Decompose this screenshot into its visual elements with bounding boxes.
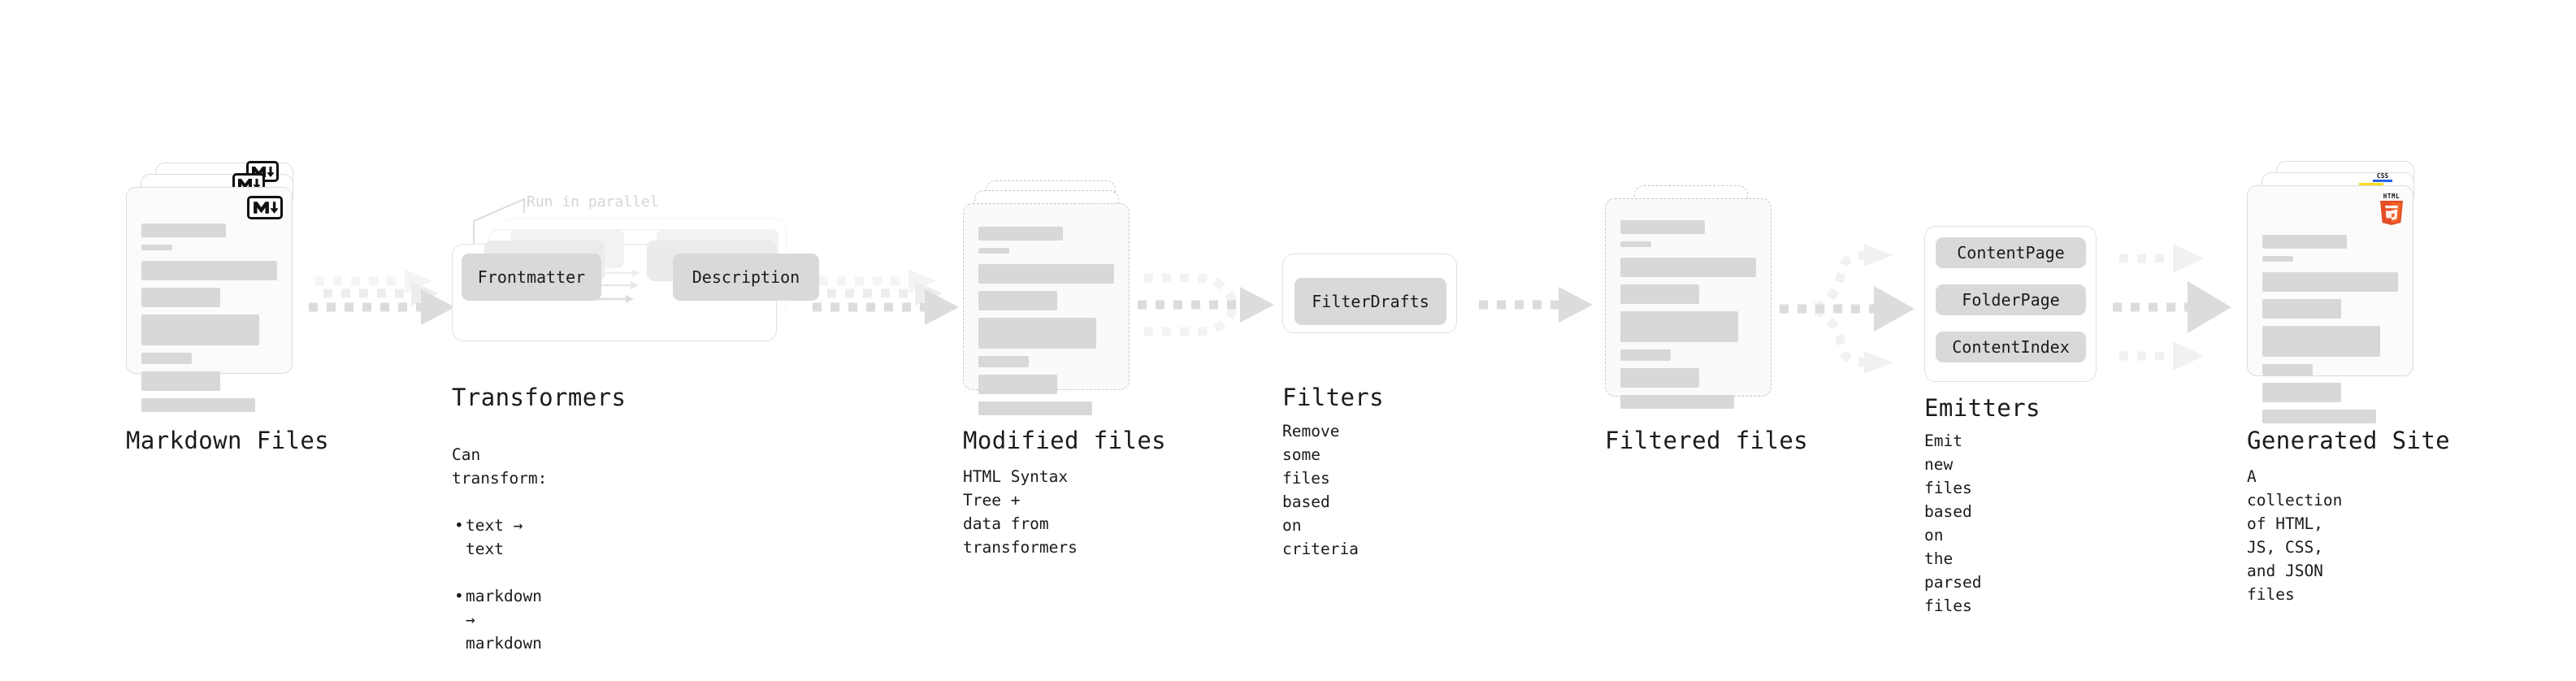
emitter-chip-contentpage[interactable]: ContentPage	[1936, 237, 2086, 268]
stage-title-transformers: Transformers	[452, 384, 627, 411]
connector-transformers-to-modified	[813, 258, 959, 356]
content-bar	[141, 245, 173, 250]
content-bar	[1620, 241, 1652, 247]
css3-icon: CSS	[2370, 171, 2395, 184]
content-bar	[1620, 311, 1739, 342]
content-bar	[141, 398, 256, 412]
filter-chip-filterdrafts[interactable]: FilterDrafts	[1295, 278, 1446, 325]
markdown-file-card	[126, 187, 293, 412]
content-bar	[1620, 395, 1735, 409]
transform-intro: Can transform:	[452, 445, 548, 488]
transformer-inner-arrows	[572, 268, 683, 325]
content-bar	[1620, 220, 1705, 234]
content-bar	[1620, 284, 1699, 304]
markdown-icon	[247, 196, 283, 219]
emitter-chip-contentindex[interactable]: ContentIndex	[1936, 332, 2086, 362]
content-bar	[141, 371, 220, 391]
content-bar	[2262, 364, 2313, 375]
run-in-parallel-label: Run in parallel	[527, 193, 659, 210]
stage-desc-generated-site: A collection of HTML, JS, CSS, and JSON …	[2247, 467, 2343, 604]
stage-title-markdown-files: Markdown Files	[126, 427, 330, 454]
connector-filtered-to-emitters	[1780, 236, 1926, 382]
transform-bullet: text → text	[452, 514, 547, 561]
transformer-chip-description[interactable]: Description	[673, 254, 819, 301]
content-bar	[2262, 299, 2341, 319]
emitter-chip-folderpage[interactable]: FolderPage	[1936, 284, 2086, 315]
filtered-file-card	[1605, 198, 1772, 409]
content-bar	[141, 314, 260, 345]
stage-desc-modified-files: HTML Syntax Tree + data from transformer…	[963, 467, 1078, 557]
stage-title-filtered-files: Filtered files	[1605, 427, 1809, 454]
transform-bullet: markdown → markdown	[452, 584, 547, 655]
svg-text:CSS: CSS	[2377, 172, 2389, 180]
content-bar	[978, 291, 1057, 310]
html5-icon: HTML	[2379, 191, 2405, 225]
content-bar	[978, 318, 1097, 349]
content-bar	[141, 261, 277, 280]
stage-desc-transformers: Can transform: text → text markdown → ma…	[452, 419, 547, 681]
stage-title-emitters: Emitters	[1924, 394, 2040, 422]
transform-bullet: html → html	[452, 679, 547, 681]
file-content-bars	[978, 227, 1114, 423]
content-bar	[978, 401, 1093, 415]
connector-filters-to-filtered	[1479, 276, 1601, 341]
content-bar	[978, 248, 1010, 254]
connector-markdown-to-transformers	[309, 258, 455, 356]
file-content-bars	[141, 223, 277, 419]
transformer-chip-frontmatter[interactable]: Frontmatter	[462, 254, 601, 301]
content-bar	[2262, 326, 2381, 357]
stage-title-generated-site: Generated Site	[2247, 427, 2451, 454]
content-bar	[1620, 349, 1671, 361]
generated-site-card: HTML	[2247, 185, 2413, 423]
stage-desc-emitters: Emit new files based on the parsed files	[1924, 432, 1982, 615]
stage-desc-filters: Remove some files based on criteria	[1282, 422, 1359, 558]
connector-emitters-to-site	[2113, 226, 2267, 388]
content-bar	[141, 353, 192, 364]
content-bar	[2262, 410, 2377, 423]
content-bar	[141, 223, 226, 237]
stage-title-filters: Filters	[1282, 384, 1385, 411]
content-bar	[978, 375, 1057, 394]
stage-title-modified-files: Modified files	[963, 427, 1167, 454]
content-bar	[978, 356, 1029, 367]
content-bar	[1620, 258, 1756, 277]
content-bar	[2262, 383, 2341, 402]
file-content-bars	[1620, 220, 1756, 416]
file-content-bars	[2262, 235, 2398, 431]
content-bar	[2262, 272, 2398, 292]
modified-file-card	[963, 203, 1130, 415]
connector-modified-to-filters	[1138, 260, 1284, 358]
content-bar	[978, 227, 1063, 241]
content-bar	[978, 264, 1114, 284]
content-bar	[141, 288, 220, 307]
content-bar	[2262, 235, 2347, 249]
run-in-parallel-bracket	[449, 195, 554, 252]
svg-text:HTML: HTML	[2383, 193, 2400, 200]
content-bar	[1620, 368, 1699, 388]
content-bar	[2262, 256, 2294, 262]
